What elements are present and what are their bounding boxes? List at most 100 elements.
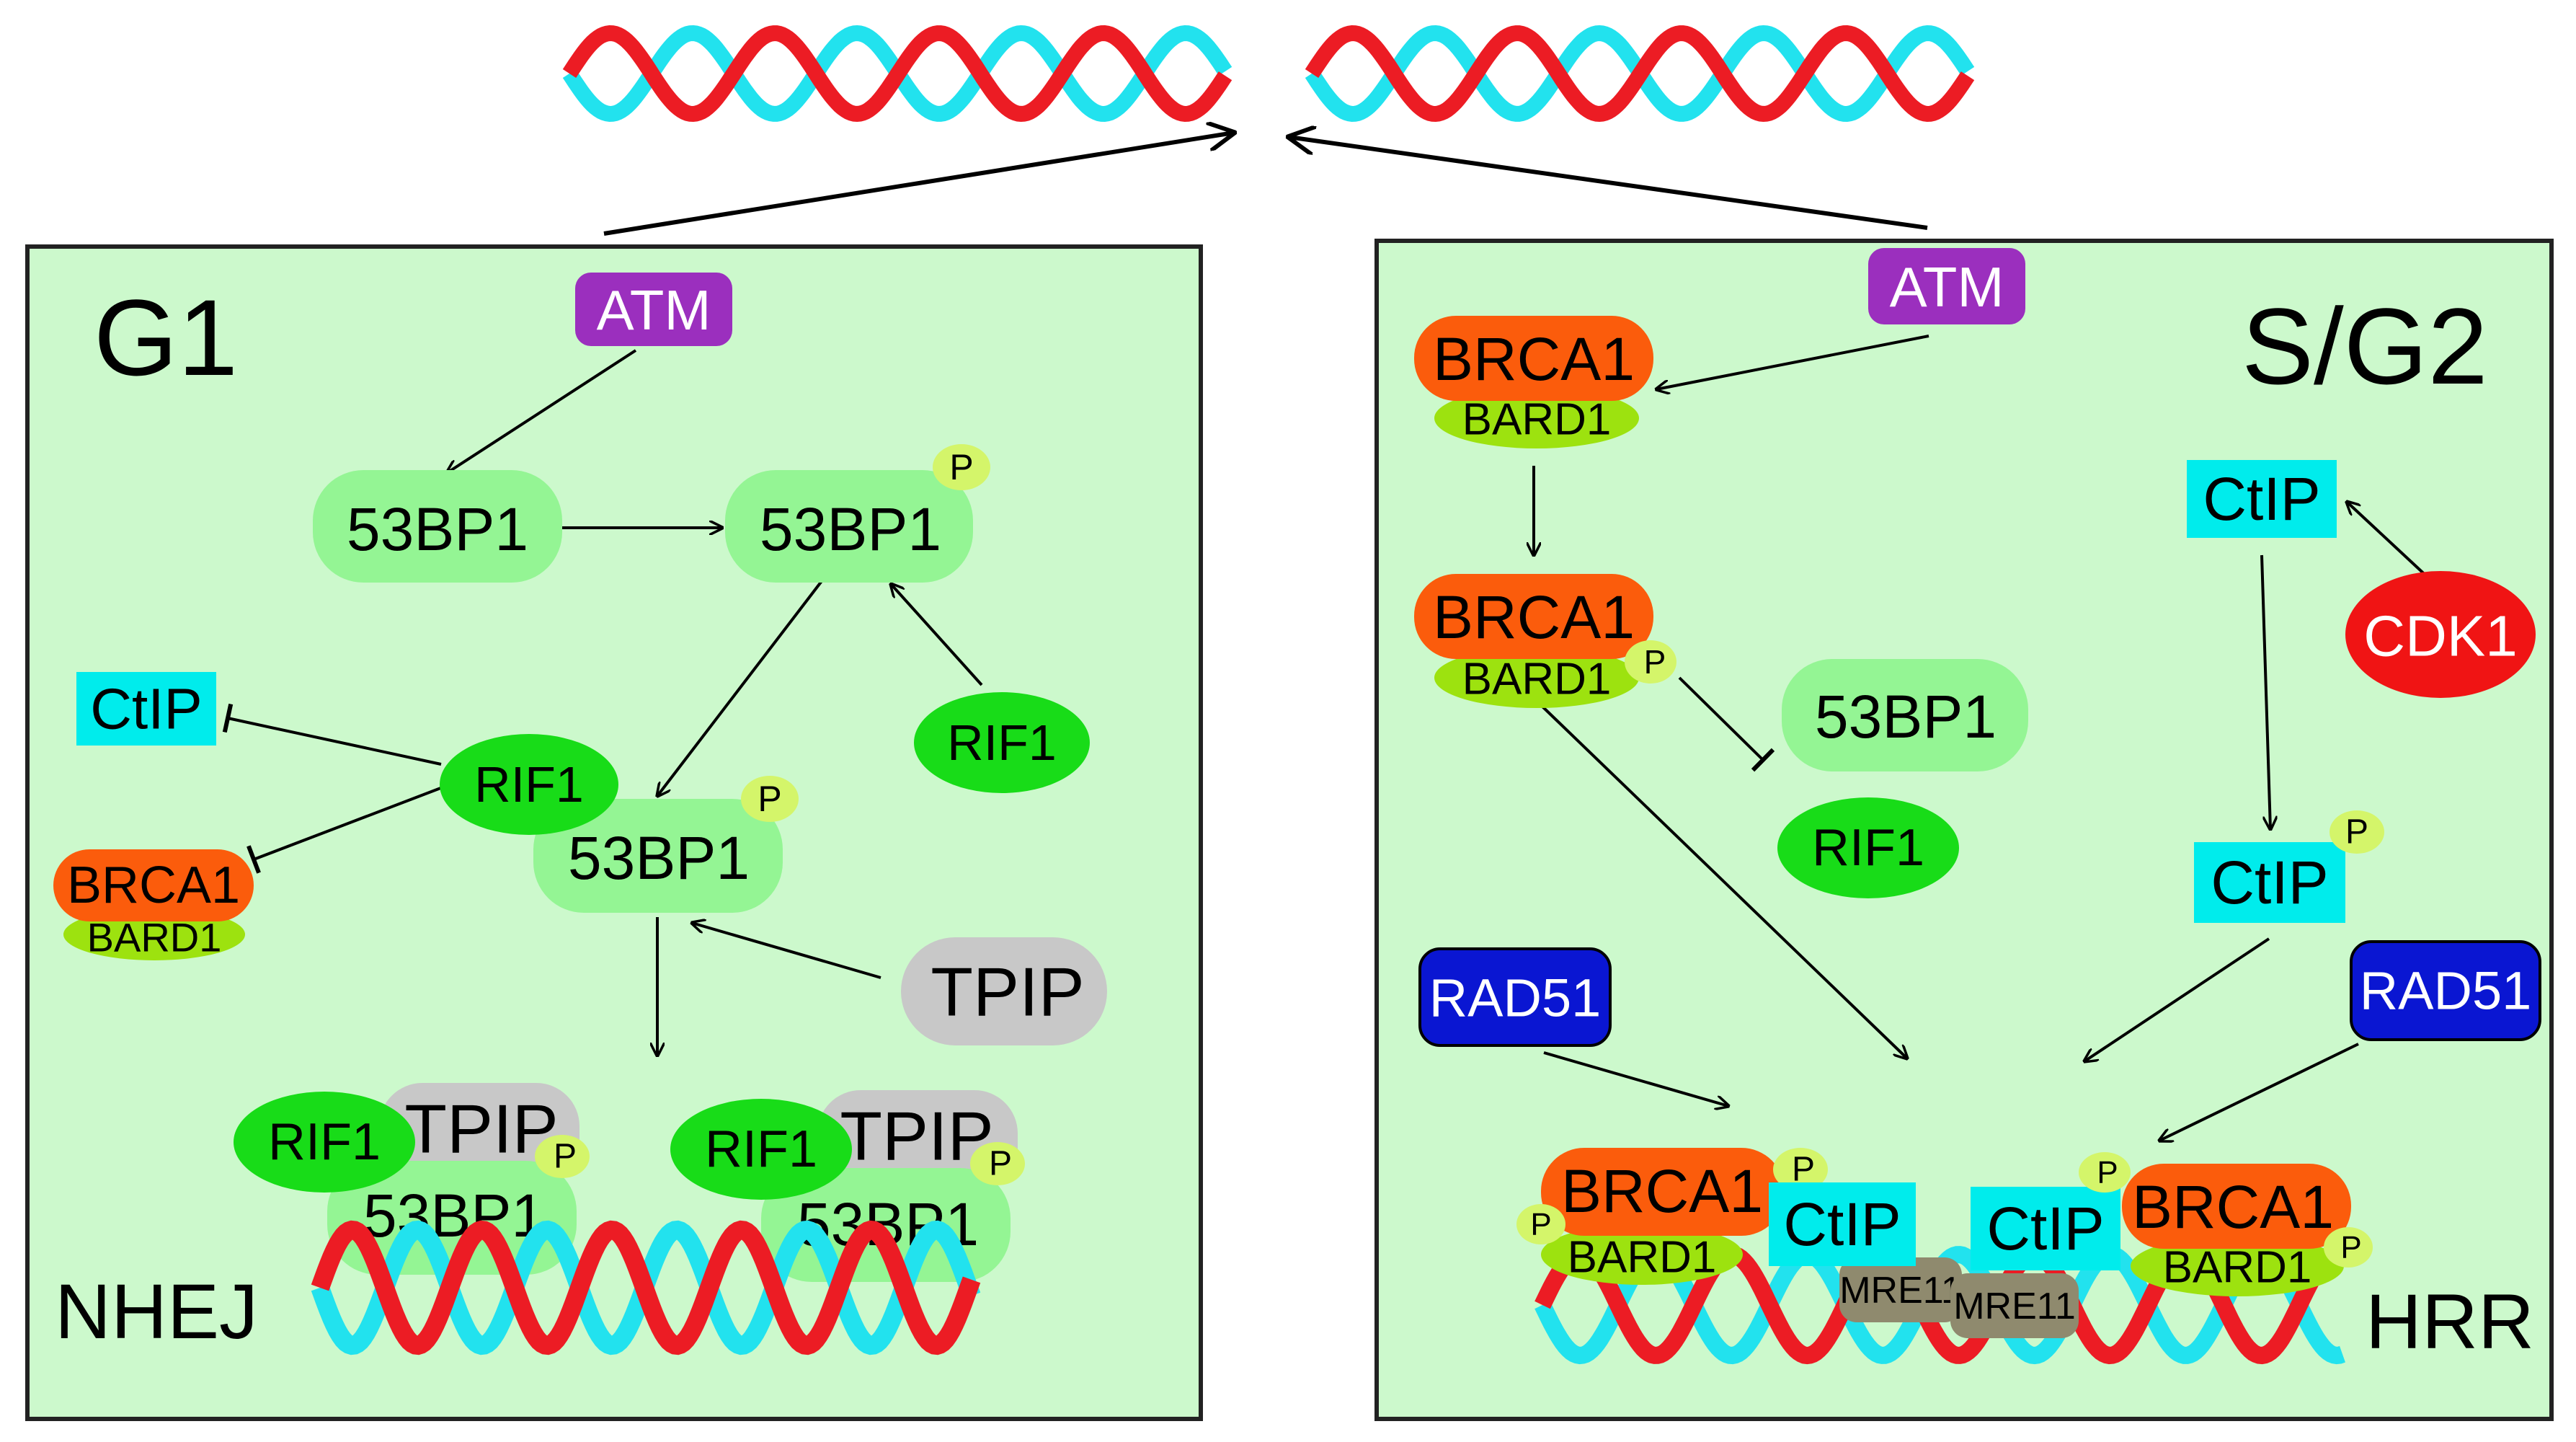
g1-complex2-rif1-label: RIF1 <box>705 1120 817 1178</box>
sg2-atm-to-brca1-arrow <box>1656 335 1929 389</box>
sg2-rif1-node <box>1777 797 1959 898</box>
sg2-right-ctip-node <box>1971 1187 2120 1270</box>
sg2-to-dsb-arrow <box>1289 137 1928 230</box>
g1-complex2-phospho-label: P <box>989 1145 1012 1183</box>
sg2-right-mre11-label: MRE11 <box>1953 1286 2076 1327</box>
g1-complex2-tpip-label: TPIP <box>840 1098 993 1175</box>
g1-rif1-label-center: RIF1 <box>474 756 584 813</box>
sg2-right-bard1-label: BARD1 <box>2163 1243 2312 1293</box>
sg2-left-mre11-label: MRE11 <box>1839 1270 1962 1311</box>
rif1-to-53bp1-arrow <box>891 584 983 686</box>
sg2-atm-label: ATM <box>1890 255 2004 319</box>
g1-bard1-label: BARD1 <box>87 915 222 960</box>
g1-complex1-tpip-label: TPIP <box>404 1091 558 1168</box>
sg2-left-brca1-node <box>1541 1148 1785 1236</box>
g1-53bp1-label-a: 53BP1 <box>347 495 528 563</box>
rif1-inhibits-brca1 <box>247 786 443 874</box>
sg2-ctip-top-node <box>2187 460 2337 538</box>
sg2-bard1-mid-label: BARD1 <box>1462 655 1612 704</box>
sg2-bard1-top-label: BARD1 <box>1462 395 1612 445</box>
g1-atm-node <box>575 273 732 346</box>
53bp1-to-53bp1-rif1-arrow <box>657 580 823 796</box>
tpip-to-53bp1-arrow <box>692 923 881 979</box>
g1-complex2-rif1-node <box>670 1099 852 1200</box>
g1-rif1-label-right: RIF1 <box>947 715 1057 771</box>
g1-ctip-label: CtIP <box>90 677 203 741</box>
g1-ctip-node <box>76 672 216 746</box>
sg2-phospho-mid <box>1625 640 1676 684</box>
dna-strand-red <box>562 25 1233 123</box>
sg2-rad51-left-arrow <box>1543 1051 1728 1106</box>
g1-complex1-53bp1-node <box>327 1161 577 1275</box>
sg2-rad51-left-node <box>1418 947 1612 1047</box>
sg2-left-bard1-node <box>1541 1224 1743 1285</box>
sg2-left-phospho-top-label: P <box>1792 1151 1815 1189</box>
g1-complex1-rif1-label: RIF1 <box>268 1113 381 1171</box>
g1-53bp1-label-c: 53BP1 <box>568 824 750 892</box>
sg2-bard1-top-node <box>1434 388 1639 448</box>
sg2-rad51-left-label: RAD51 <box>1429 968 1602 1028</box>
sg2-left-phospho-side <box>1516 1204 1565 1244</box>
g1-complex1-phospho-label: P <box>554 1138 577 1176</box>
g1-title: G1 <box>94 277 238 398</box>
dna-helix-top-left <box>562 25 1233 123</box>
sg2-53bp1-label: 53BP1 <box>1815 683 1997 751</box>
g1-brca1-label: BRCA1 <box>67 857 240 914</box>
sg2-brca1-mid-node <box>1414 574 1653 659</box>
sg2-phospho-ctip-mid-label: P <box>2345 813 2368 852</box>
g1-dna-helix <box>311 1220 981 1355</box>
g1-53bp1-node-b <box>725 470 973 583</box>
sg2-rad51-right-node <box>2350 940 2541 1041</box>
sg2-footer-hrr: HRR <box>2366 1278 2534 1365</box>
dna-strand-red <box>1305 25 1975 123</box>
sg2-left-hrr-complex: BARD1 BRCA1 P P MRE11 CtIP <box>1516 1148 1962 1322</box>
sg2-right-phospho-top <box>2079 1152 2131 1193</box>
g1-complex1-phospho <box>535 1135 590 1178</box>
sg2-cdk1-label: CDK1 <box>2363 604 2517 668</box>
sg2-ctip-mid-node <box>2194 842 2345 923</box>
sg2-right-ctip-label: CtIP <box>1986 1195 2104 1262</box>
sg2-brca1-top-label: BRCA1 <box>1433 325 1635 393</box>
sg2-left-phospho-top <box>1773 1148 1828 1191</box>
g1-tpip-node-right <box>901 937 1107 1045</box>
g1-complex2-phospho <box>970 1142 1025 1185</box>
sg2-left-brca1-label: BRCA1 <box>1561 1157 1763 1225</box>
sg2-brca1-inhibits-53bp1 <box>1678 676 1775 772</box>
sg2-brca1-mid-label: BRCA1 <box>1433 583 1635 651</box>
g1-panel: G1 ATM 53BP1 53BP1 P RIF1 53BP1 P RIF1 <box>25 244 1203 1421</box>
sg2-right-hrr-complex: MRE11 BARD1 BRCA1 CtIP P P <box>1950 1152 2373 1338</box>
g1-phospho-c <box>741 776 799 822</box>
g1-rif1-node-right <box>914 692 1090 793</box>
g1-phospho-label-c: P <box>758 779 781 819</box>
sg2-right-phospho-side-label: P <box>2340 1230 2361 1265</box>
sg2-ctip-to-hrr-arrow <box>2084 937 2270 1061</box>
sg2-cdk1-node <box>2345 571 2536 698</box>
g1-to-dsb-arrow <box>603 133 1234 236</box>
g1-53bp1-node-c <box>533 799 783 913</box>
sg2-right-mre11-node <box>1950 1273 2079 1338</box>
sg2-right-brca1-node <box>2122 1164 2351 1249</box>
g1-complex1-tpip-node <box>379 1083 579 1184</box>
sg2-rif1-label: RIF1 <box>1812 819 1924 877</box>
g1-complex1-53bp1-label: 53BP1 <box>363 1182 545 1249</box>
sg2-phospho-mid-label: P <box>1644 643 1666 681</box>
dna-helix-top-right <box>1305 25 1975 123</box>
sg2-bard1-mid-node <box>1434 647 1639 708</box>
g1-footer-nhej: NHEJ <box>55 1268 258 1355</box>
g1-phospho-label-b: P <box>949 447 973 487</box>
sg2-atm-node <box>1868 248 2025 324</box>
rif1-inhibits-ctip <box>222 703 442 766</box>
sg2-rad51-right-arrow <box>2159 1043 2359 1141</box>
sg2-brca1-top-node <box>1414 316 1653 401</box>
atm-to-53bp1-arrow <box>447 349 637 473</box>
g1-53bp1-node-a <box>313 470 562 583</box>
g1-complex2-tpip-node <box>817 1090 1018 1191</box>
sg2-right-brca1-label: BRCA1 <box>2132 1173 2334 1241</box>
dna-strand-red <box>311 1220 981 1355</box>
sg2-ctip-phospho-arrow <box>2260 554 2270 829</box>
sg2-right-phospho-top-label: P <box>2097 1155 2118 1190</box>
sg2-left-ctip-node <box>1769 1182 1916 1266</box>
sg2-cdk1-to-ctip-arrow <box>2347 502 2432 581</box>
g1-complex1-rif1-node <box>234 1092 415 1193</box>
sg2-left-bard1-label: BARD1 <box>1568 1233 1717 1283</box>
